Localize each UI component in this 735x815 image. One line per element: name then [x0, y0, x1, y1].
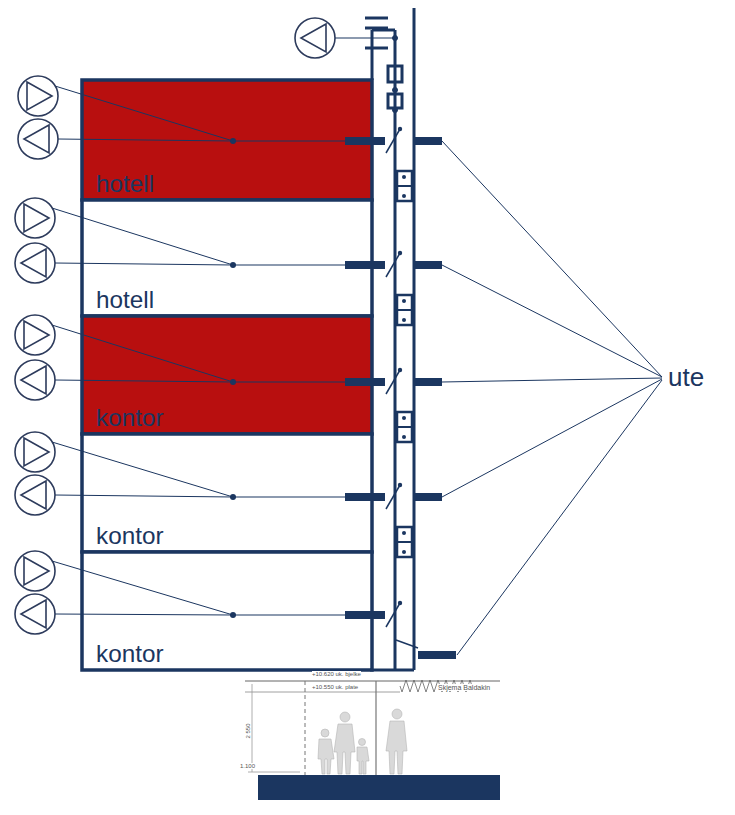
duct-lines	[15, 76, 456, 659]
floor-duct	[52, 325, 442, 442]
floor-box: kontor	[82, 552, 372, 670]
floor-duct	[52, 208, 442, 325]
floor-duct	[52, 442, 442, 557]
floor-box: hotell	[82, 200, 372, 316]
drawing-title: Skjema Baldakin	[438, 684, 490, 691]
outside-label: ute	[668, 364, 704, 390]
dimension: 1.100	[240, 763, 255, 769]
floor-use-label: hotell	[82, 172, 372, 200]
shaft	[335, 8, 414, 670]
floor-use-label: kontor	[82, 642, 372, 670]
floor-outline	[82, 552, 372, 670]
floor-box: hotell	[82, 80, 372, 200]
floor-use-label: kontor	[82, 524, 372, 552]
level-note: +10.550 uk. plate	[312, 684, 358, 690]
outside-leaders	[442, 141, 662, 655]
floor-use-label: hotell	[82, 288, 372, 316]
floor-box: kontor	[82, 434, 372, 552]
floor-outline	[82, 316, 372, 434]
dimension: 2 550	[245, 723, 251, 738]
floor-outline	[82, 434, 372, 552]
floor-box: kontor	[82, 316, 372, 434]
floor-use-label: kontor	[82, 406, 372, 434]
floor-duct	[55, 86, 442, 201]
floor-fills	[82, 80, 372, 670]
canopy-illustration	[245, 680, 500, 800]
level-note: +10.620 uk. bjelke	[312, 671, 361, 677]
floor-outline	[82, 200, 372, 316]
